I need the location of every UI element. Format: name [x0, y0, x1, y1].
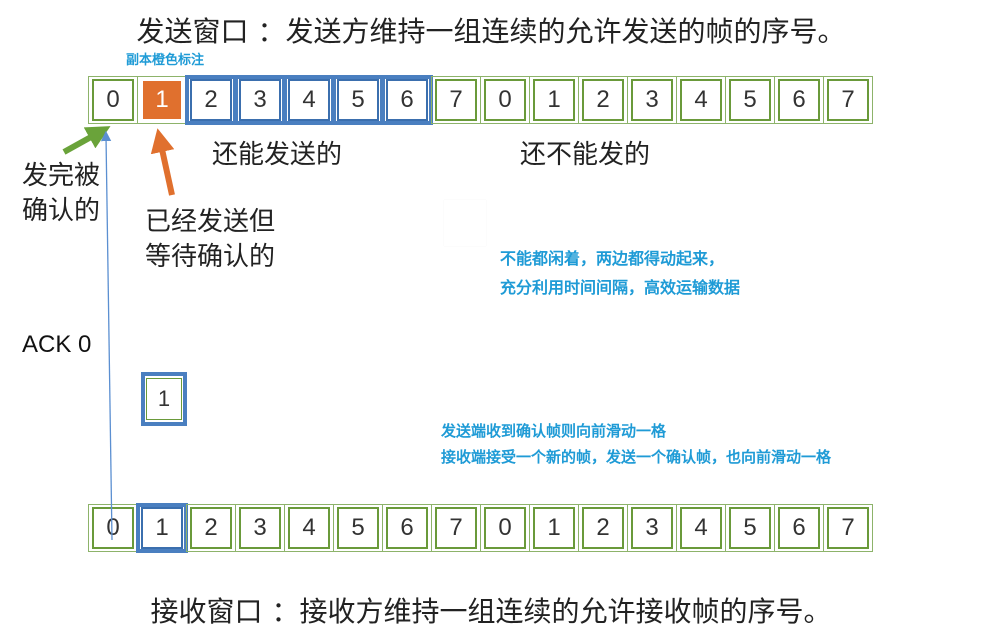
receiver-cell: 6 [382, 504, 432, 552]
receiver-cell: 7 [823, 504, 873, 552]
slide-note-line1: 发送端收到确认帧则向前滑动一格 [441, 422, 667, 440]
receiver-cell: 2 [578, 504, 628, 552]
receiver-window-title: 接收窗口 ：接收方维持一组连续的允许接收帧的序号。 [150, 595, 832, 628]
moving-frame: 1 [141, 372, 187, 426]
receiver-cell: 1 [529, 504, 579, 552]
sender-cell: 3 [627, 76, 677, 124]
acked-arrow [62, 126, 111, 155]
ack-arrow [100, 130, 113, 541]
receiver-window-strip: 0 1 2 3 4 5 6 7 0 1 2 3 4 5 6 7 [86, 503, 873, 553]
slide-note-line2: 接收端接受一个新的帧，发送一个确认帧，也向前滑动一格 [441, 448, 832, 466]
orange-note: 副本橙色标注 [126, 53, 205, 68]
receiver-cell: 4 [284, 504, 334, 552]
acked-label-line2: 确认的 [22, 196, 101, 226]
waiting-arrow [150, 128, 175, 196]
blank-box [444, 200, 486, 246]
sender-cell: 1 [529, 76, 579, 124]
moving-frame-number: 1 [146, 378, 182, 420]
waiting-label-line1: 已经发送但 [145, 207, 276, 237]
cannot-send-label: 还不能发的 [520, 140, 651, 170]
busy-note-line2: 充分利用时间间隔，高效运输数据 [500, 278, 741, 297]
busy-note-line1: 不能都闲着，两边都得动起来， [500, 249, 725, 268]
waiting-label-line2: 等待确认的 [145, 242, 276, 272]
acked-label-line1: 发完被 [22, 161, 101, 191]
receiver-cell: 5 [333, 504, 383, 552]
can-send-label: 还能发送的 [212, 140, 343, 170]
ack-label: ACK 0 [22, 331, 92, 358]
sender-window-title: 发送窗口 ：发送方维持一组连续的允许发送的帧的序号。 [136, 15, 846, 48]
